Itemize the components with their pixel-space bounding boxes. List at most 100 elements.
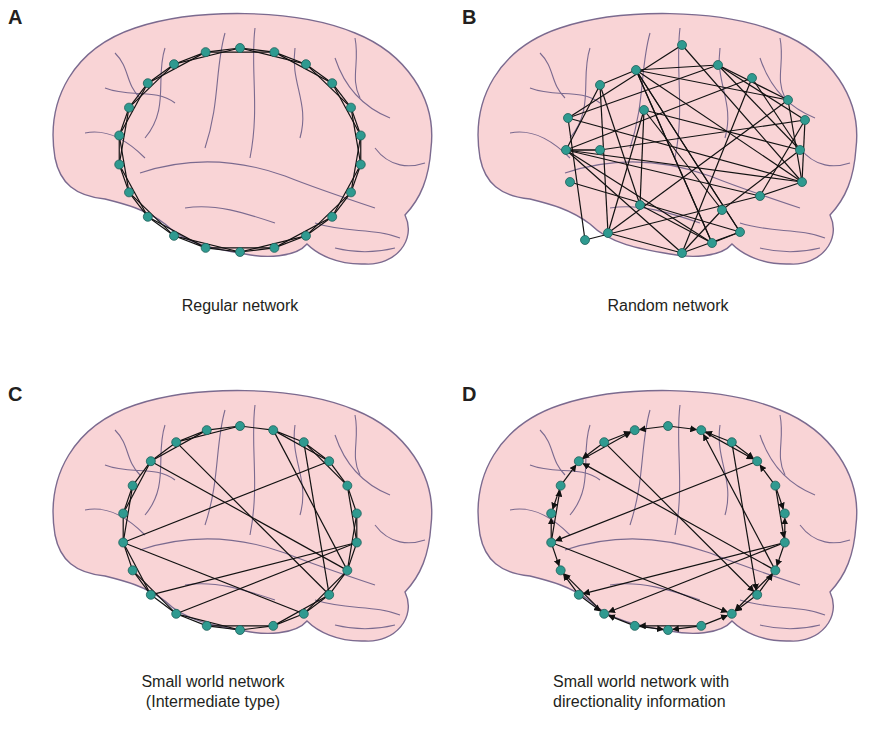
network-link [273,595,329,626]
network-node-dot [270,243,279,252]
network-link [123,543,304,614]
network-link [579,433,631,462]
network-node-dot [236,44,245,53]
network-link [274,52,332,83]
network-link [176,614,207,626]
network-node-dot [753,457,762,466]
network-node-dot [172,609,181,618]
network-node-dot [202,426,211,435]
network-node-dot [632,66,641,75]
network-node-dot [771,481,780,490]
network-node-dot [574,457,583,466]
network-link [735,570,775,610]
network-node-dot [236,626,245,635]
network-node-dot [780,538,789,547]
network-node-dot [556,481,565,490]
network-link [133,570,177,613]
network-link [609,543,785,612]
network-node-dot [352,509,361,518]
network-node-dot [201,243,210,252]
panel-caption: Random network [538,296,798,316]
network-node-dot [596,146,605,155]
network-link [600,85,608,233]
panel-letter: B [462,6,476,28]
network-link [174,48,240,64]
network-node-dot [636,201,645,210]
network-node-dot [556,566,565,575]
network-link [274,52,306,64]
network-link [119,165,148,217]
network-node-dot [753,590,762,599]
network-link [682,78,752,253]
network-link [752,78,800,150]
panel-caption: Regular network [110,296,370,316]
network-link [176,426,240,442]
network-node-dot [119,509,128,518]
network-node-dot [301,231,310,240]
panel-letter: C [8,383,22,405]
network-link [732,442,757,590]
network-link [566,150,682,253]
network-node-dot [202,621,211,630]
network-link [119,83,148,135]
network-link [240,426,273,430]
network-link [636,70,712,243]
network-node-dot [270,48,279,57]
network-node-dot [325,457,334,466]
network-node-dot [604,229,613,238]
network-link [682,45,802,182]
network-node-dot [128,481,137,490]
network-link [207,626,240,630]
network-node-dot [299,438,308,447]
network-node-dot [125,188,134,197]
network-node-dot [581,236,590,245]
network-link [600,70,636,85]
network-node-dot [325,590,334,599]
network-link [207,426,240,430]
network-link [682,232,740,253]
network-link [151,543,357,595]
network-node-dot [718,206,727,215]
network-link [304,442,329,595]
network-link [306,64,351,107]
network-node-dot [801,116,810,125]
network-node-dot [547,509,556,518]
network-node-dot [600,438,609,447]
network-link [123,461,329,542]
network-node-dot [346,103,355,112]
network-node-dot [301,60,310,69]
network-node-dot [146,457,155,466]
network-node-dot [640,106,649,115]
network-node-dot [269,426,278,435]
network-link [644,110,800,150]
network-link [636,70,740,232]
network-link [568,45,682,118]
network-link [129,192,174,235]
network-node-dot [678,41,687,50]
network-link [566,150,802,182]
network-node-dot [727,609,736,618]
network-link [644,110,722,210]
network-node-dot [664,626,673,635]
network-link [151,430,207,461]
network-link [583,464,775,571]
network-node-dot [236,248,245,257]
network-link [206,248,240,252]
network-node-dot [784,96,793,105]
network-link [240,236,306,252]
network-node-dot [172,438,181,447]
network-node-dot [678,249,687,258]
network-link [636,70,712,243]
network-link [332,83,361,135]
network-node-dot [343,481,352,490]
network-link [274,217,332,248]
network-link [240,48,306,64]
network-node-dot [736,228,745,237]
network-node-dot [170,231,179,240]
network-node-dot [328,79,337,88]
network-node-dot [727,438,736,447]
network-node-dot [547,538,556,547]
network-link [788,100,802,182]
network-node-dot [328,212,337,221]
network-link [151,461,348,570]
